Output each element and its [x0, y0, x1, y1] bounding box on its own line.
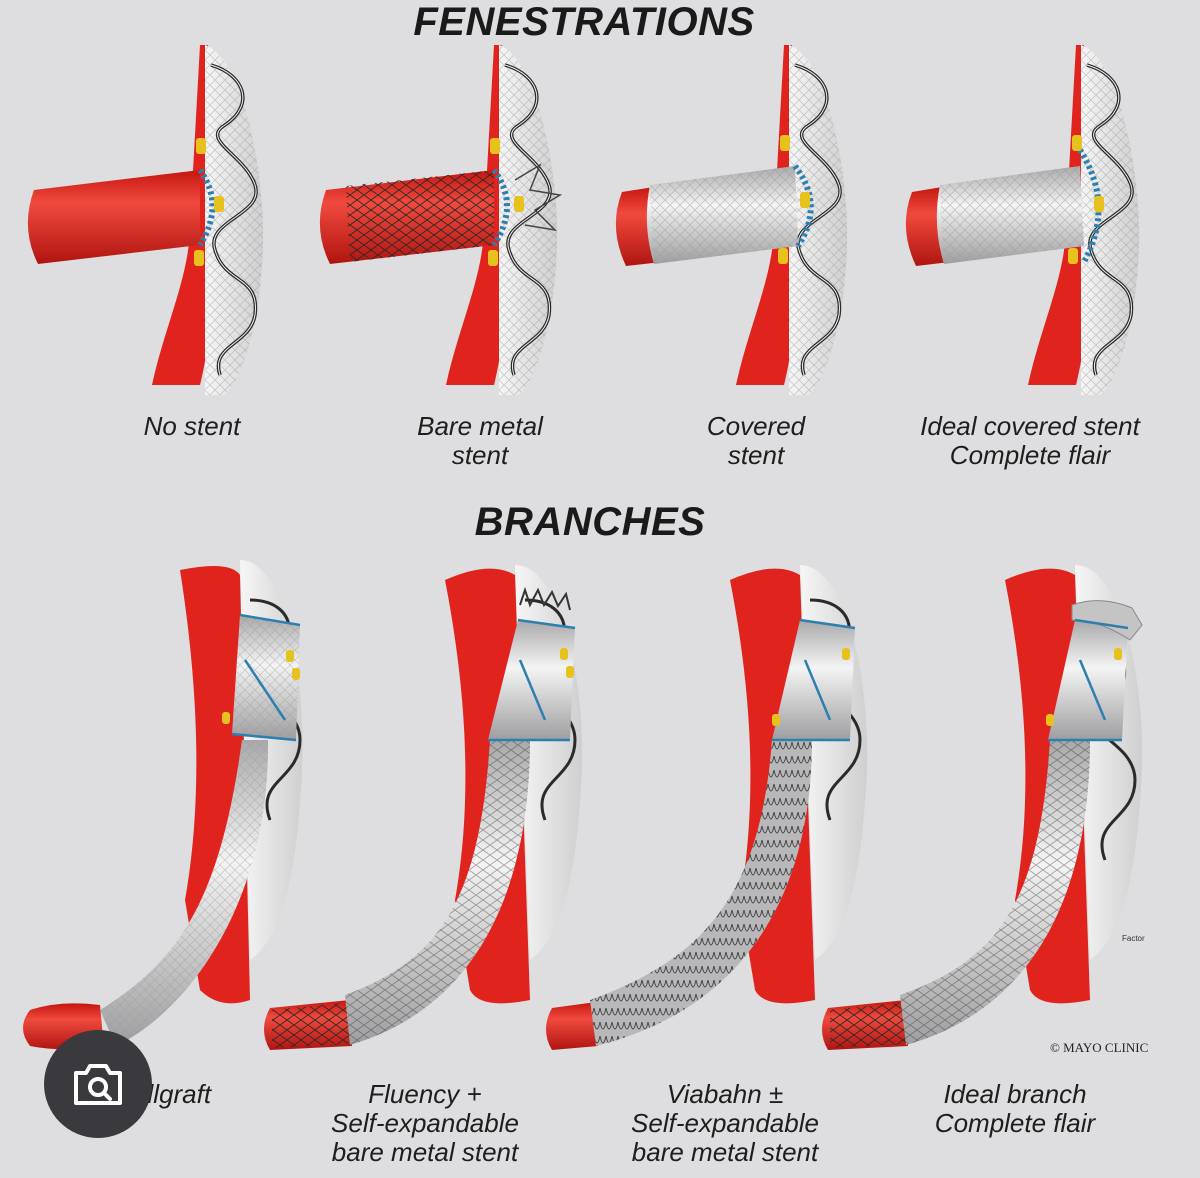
caption-viabahn: Viabahn ± Self-expandable bare metal ste… — [600, 1080, 850, 1167]
fenestration-covered-illustration — [615, 43, 849, 397]
caption-line: Ideal covered stent — [920, 411, 1140, 441]
caption-fluency: Fluency + Self-expandable bare metal ste… — [300, 1080, 550, 1167]
caption-line: Self-expandable — [631, 1108, 819, 1138]
branch-fluency-illustration — [264, 565, 583, 1050]
caption-ideal-covered-stent: Ideal covered stent Complete flair — [890, 412, 1170, 470]
caption-covered-stent: Covered stent — [656, 412, 856, 470]
branch-wallgraft-illustration — [23, 560, 303, 1050]
caption-line: Bare metal — [417, 411, 543, 441]
branch-ideal-illustration — [822, 565, 1143, 1050]
caption-ideal-branch: Ideal branch Complete flair — [900, 1080, 1130, 1138]
camera-search-icon[interactable] — [44, 1030, 152, 1138]
fenestration-no-stent-illustration — [27, 43, 265, 397]
camera-search-icon-glyph — [74, 1064, 122, 1105]
caption-line: Complete flair — [934, 1108, 1096, 1138]
caption-line: No stent — [143, 411, 241, 441]
caption-line: Viabahn ± — [666, 1079, 784, 1109]
caption-line: Covered — [706, 411, 806, 441]
caption-line: Fluency + — [368, 1079, 482, 1109]
mayo-clinic-credit: © MAYO CLINIC — [1050, 1040, 1149, 1055]
caption-line: Self-expandable — [331, 1108, 519, 1138]
caption-no-stent: No stent — [92, 412, 292, 441]
caption-line: Ideal branch — [943, 1079, 1087, 1109]
caption-line: stent — [451, 440, 509, 470]
branches-title: BRANCHES — [474, 500, 706, 544]
fenestration-bare-metal-illustration — [319, 43, 563, 397]
caption-line: stent — [727, 440, 785, 470]
caption-line: bare metal stent — [631, 1137, 819, 1167]
branch-viabahn-illustration — [546, 565, 868, 1050]
caption-line: Complete flair — [949, 440, 1111, 470]
fenestration-ideal-covered-illustration — [905, 43, 1141, 397]
fenestrations-title: FENESTRATIONS — [413, 0, 755, 44]
caption-line: bare metal stent — [331, 1137, 519, 1167]
factor-label: Factor — [1122, 934, 1145, 943]
caption-bare-metal-stent: Bare metal stent — [380, 412, 580, 470]
